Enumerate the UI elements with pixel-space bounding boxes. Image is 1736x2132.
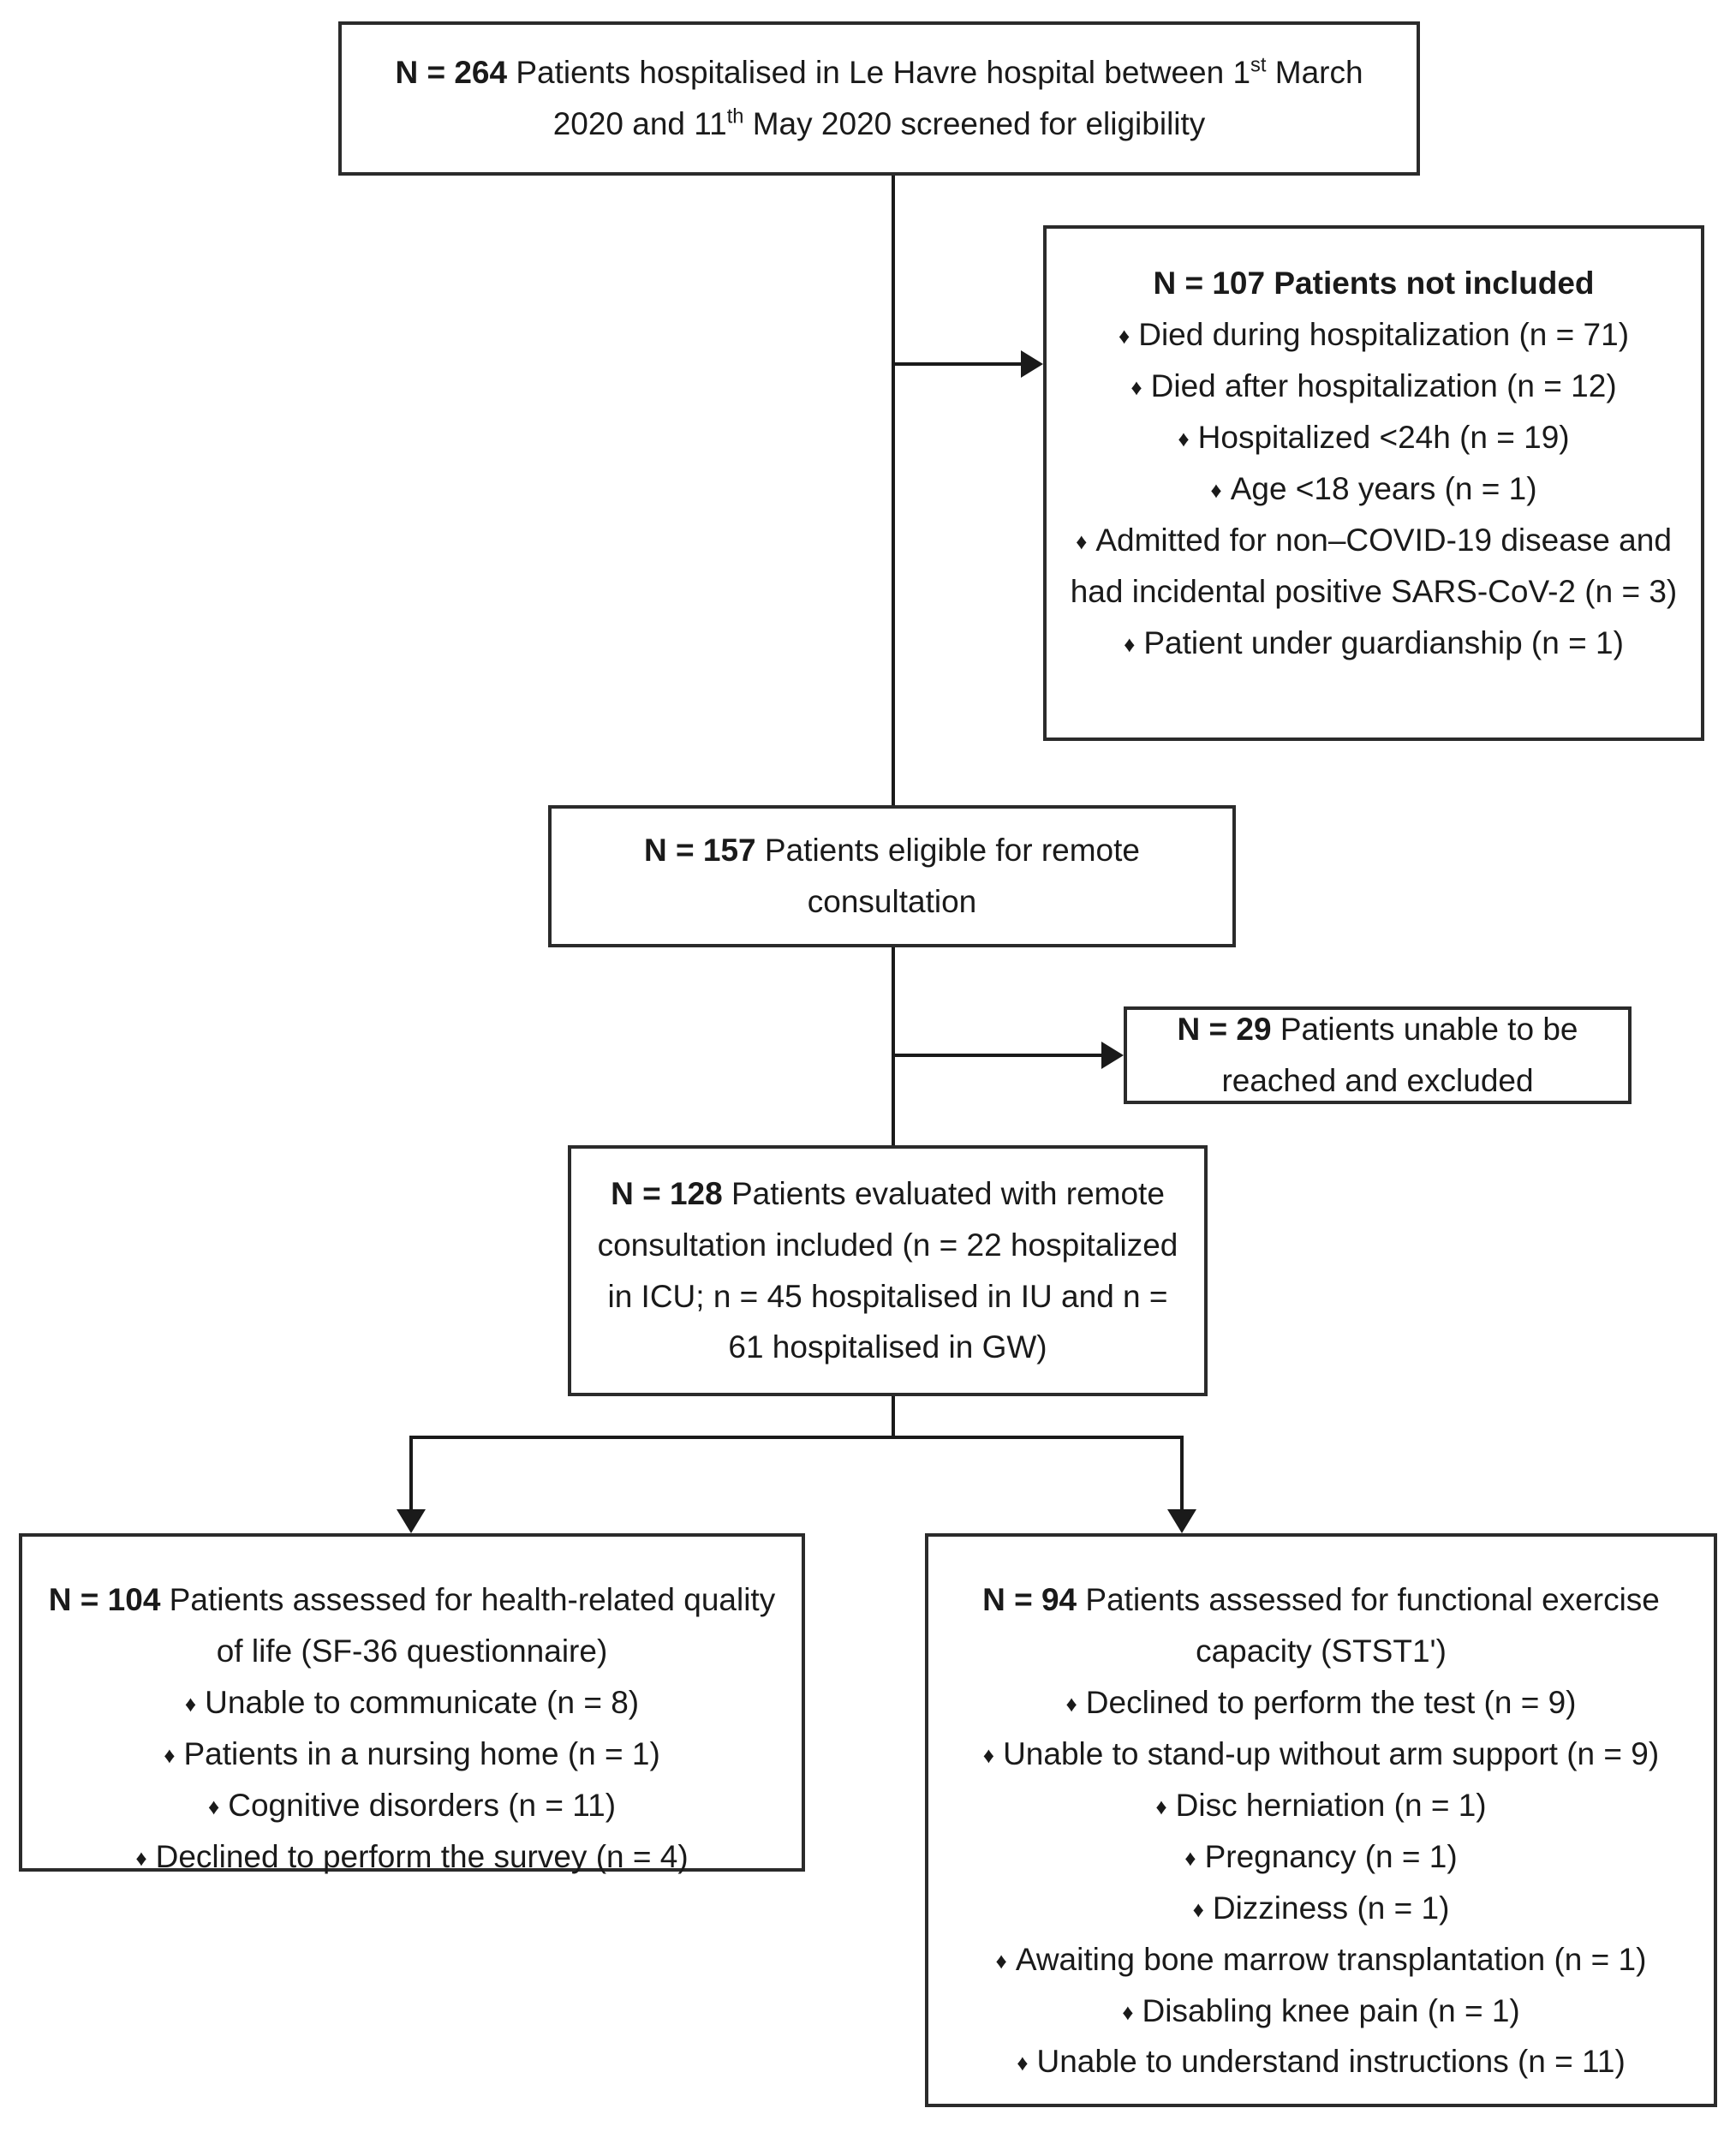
node-screened-sup-1st: st — [1250, 54, 1267, 77]
node-screened-text-a: Patients hospitalised in Le Havre hospit… — [507, 55, 1251, 91]
node-screened: N = 264 Patients hospitalised in Le Havr… — [338, 21, 1420, 176]
node-unreached-count: N = 29 — [1177, 1012, 1272, 1048]
connector-split-to-hrqol — [409, 1436, 413, 1513]
node-exercise-heading: N = 94 Patients assessed for functional … — [944, 1574, 1698, 1677]
node-not-included-count: N = 107 — [1153, 266, 1266, 301]
node-screened-text-b: March 2020 and 11 — [552, 55, 1363, 141]
node-not-included: N = 107 Patients not included Died durin… — [1043, 225, 1704, 741]
list-item: Died during hospitalization (n = 71) — [1062, 309, 1685, 361]
node-screened-text-c: May 2020 screened for eligibility — [743, 106, 1206, 141]
list-item: Declined to perform the test (n = 9) — [944, 1677, 1698, 1729]
node-hrqol-bullets: Unable to communicate (n = 8) Patients i… — [38, 1677, 786, 1883]
node-unreached: N = 29 Patients unable to be reached and… — [1124, 1006, 1632, 1104]
list-item: Admitted for non–COVID-19 disease and ha… — [1062, 515, 1685, 618]
node-exercise-capacity: N = 94 Patients assessed for functional … — [925, 1533, 1717, 2107]
node-exercise-count: N = 94 — [982, 1582, 1077, 1617]
list-item: Unable to understand instructions (n = 1… — [944, 2036, 1698, 2087]
node-unreached-text-a: Patients unable to be reached and exclud… — [1221, 1012, 1578, 1098]
node-screened-text: N = 264 Patients hospitalised in Le Havr… — [357, 47, 1401, 150]
connector-evaluated-to-split — [892, 1396, 895, 1436]
node-hrqol-heading: N = 104 Patients assessed for health-rel… — [38, 1574, 786, 1677]
list-item: Unable to communicate (n = 8) — [38, 1677, 786, 1729]
node-screened-sup-11th: th — [726, 105, 744, 128]
connector-split-to-exercise — [1180, 1436, 1184, 1513]
node-evaluated-text: N = 128 Patients evaluated with remote c… — [587, 1168, 1189, 1374]
arrowhead-to-unreached — [1101, 1042, 1124, 1069]
node-evaluated-text-a: Patients evaluated with remote consultat… — [597, 1175, 1178, 1365]
list-item: Patients in a nursing home (n = 1) — [38, 1729, 786, 1780]
arrowhead-to-exercise — [1167, 1509, 1196, 1533]
connector-to-not-included — [892, 362, 1022, 366]
connector-eligible-to-evaluated — [892, 947, 895, 1145]
node-hrqol-heading-text: Patients assessed for health-related qua… — [160, 1582, 776, 1669]
node-not-included-heading: N = 107 Patients not included — [1153, 258, 1594, 309]
connector-to-unreached — [892, 1054, 1102, 1057]
node-evaluated-count: N = 128 — [611, 1175, 723, 1211]
node-eligible: N = 157 Patients eligible for remote con… — [548, 805, 1236, 947]
arrowhead-to-hrqol — [397, 1509, 426, 1533]
node-eligible-text-a: Patients eligible for remote consultatio… — [755, 833, 1140, 919]
list-item: Dizziness (n = 1) — [944, 1883, 1698, 1934]
node-not-included-bullets: Died during hospitalization (n = 71) Die… — [1062, 309, 1685, 669]
arrowhead-to-not-included — [1021, 350, 1043, 378]
node-evaluated: N = 128 Patients evaluated with remote c… — [568, 1145, 1208, 1396]
connector-screened-to-eligible — [892, 176, 895, 805]
list-item: Pregnancy (n = 1) — [944, 1831, 1698, 1883]
connector-split-bar — [409, 1436, 1184, 1439]
list-item: Died after hospitalization (n = 12) — [1062, 361, 1685, 412]
node-screened-count: N = 264 — [395, 55, 508, 91]
list-item: Disabling knee pain (n = 1) — [944, 1986, 1698, 2037]
node-unreached-text: N = 29 Patients unable to be reached and… — [1142, 1004, 1613, 1107]
node-eligible-count: N = 157 — [644, 833, 756, 869]
list-item: Age <18 years (n = 1) — [1062, 463, 1685, 515]
node-hrqol: N = 104 Patients assessed for health-rel… — [19, 1533, 805, 1874]
list-item: Disc herniation (n = 1) — [944, 1780, 1698, 1831]
list-item: Awaiting bone marrow transplantation (n … — [944, 1934, 1698, 1986]
list-item: Hospitalized <24h (n = 19) — [1062, 412, 1685, 463]
list-item: Cognitive disorders (n = 11) — [38, 1780, 786, 1831]
list-item: Patient under guardianship (n = 1) — [1062, 618, 1685, 669]
node-not-included-heading-text: Patients not included — [1265, 266, 1595, 301]
list-item: Declined to perform the survey (n = 4) — [38, 1831, 786, 1883]
node-exercise-bullets: Declined to perform the test (n = 9) Una… — [944, 1677, 1698, 2088]
list-item: Unable to stand-up without arm support (… — [944, 1729, 1698, 1780]
node-eligible-text: N = 157 Patients eligible for remote con… — [567, 825, 1217, 928]
node-exercise-heading-text: Patients assessed for functional exercis… — [1077, 1582, 1660, 1669]
node-hrqol-count: N = 104 — [48, 1582, 161, 1617]
